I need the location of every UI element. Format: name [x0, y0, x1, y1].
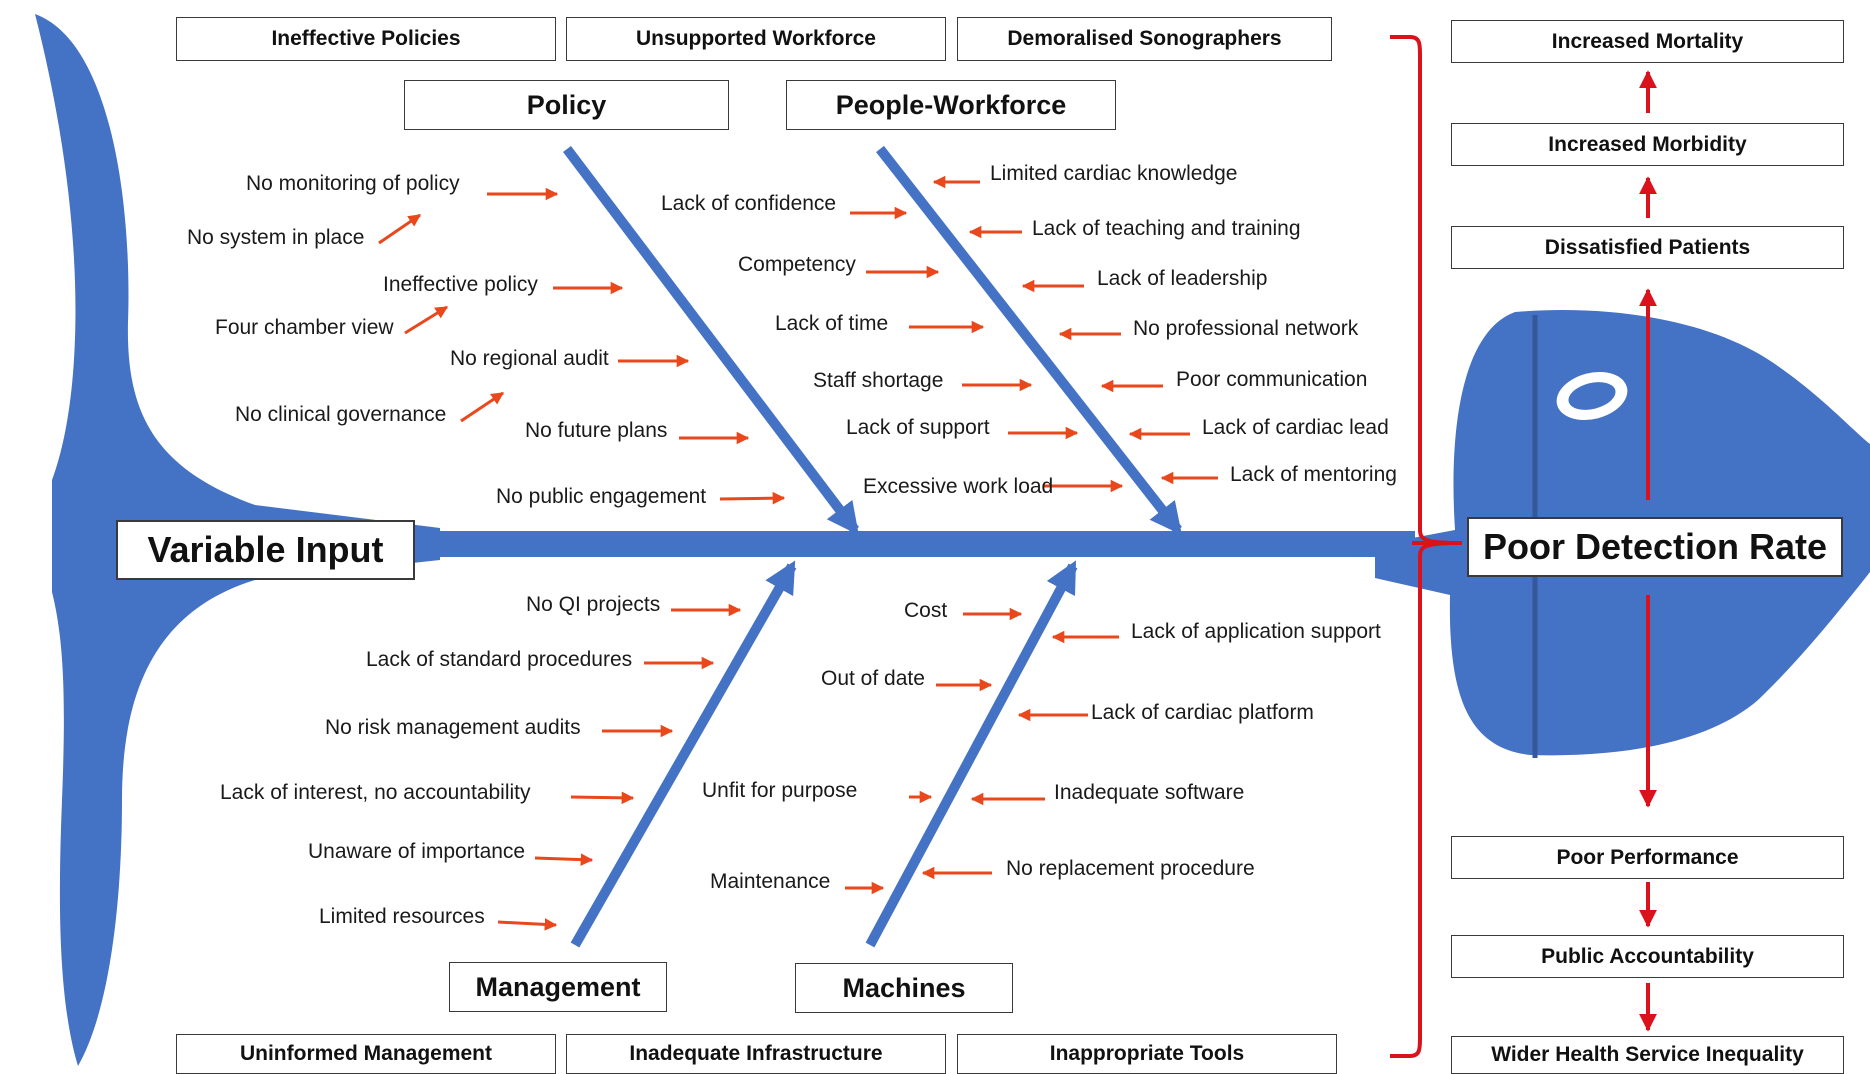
consequence-top-box: Unsupported Workforce — [566, 17, 946, 61]
cause-label: Ineffective policy — [383, 273, 538, 296]
category-policy-box: Policy — [404, 80, 729, 130]
consequence-bottom-box: Inappropriate Tools — [957, 1034, 1337, 1074]
tail-label-box: Variable Input — [116, 520, 415, 580]
cause-label: Lack of cardiac lead — [1202, 416, 1389, 439]
cause-label: Limited cardiac knowledge — [990, 162, 1238, 185]
cause-label: No replacement procedure — [1006, 857, 1255, 880]
cause-label: No risk management audits — [325, 716, 581, 739]
head-label-box: Poor Detection Rate — [1467, 517, 1843, 577]
management-bone — [570, 560, 797, 948]
cause-arrow — [570, 791, 635, 805]
outcome-box: Dissatisfied Patients — [1451, 226, 1844, 269]
cause-label: Out of date — [821, 667, 925, 690]
cause-label: Maintenance — [710, 870, 831, 893]
cause-arrow — [460, 391, 505, 423]
consequence-top-box: Demoralised Sonographers — [957, 17, 1332, 61]
consequence-bottom-box: Uninformed Management — [176, 1034, 556, 1074]
outcome-box: Wider Health Service Inequality — [1451, 1036, 1844, 1074]
policy-bone — [563, 145, 859, 536]
cause-label: No regional audit — [450, 347, 609, 370]
cause-arrow — [534, 853, 594, 866]
cause-label: Lack of support — [846, 416, 990, 439]
cause-label: Lack of application support — [1131, 620, 1381, 643]
cause-label: Lack of time — [775, 312, 889, 335]
category-people-box: People-Workforce — [786, 80, 1116, 130]
cause-label: Lack of teaching and training — [1032, 217, 1301, 240]
cause-label: Unaware of importance — [308, 840, 526, 863]
people-bone — [876, 145, 1182, 536]
cause-label: Unfit for purpose — [702, 779, 858, 802]
cause-label: Lack of confidence — [661, 192, 837, 215]
cause-label: No professional network — [1133, 317, 1359, 340]
outcome-box: Public Accountability — [1451, 935, 1844, 978]
machines-bone — [865, 560, 1078, 948]
cause-label: Excessive work load — [863, 475, 1054, 498]
cause-label: Lack of interest, no accountability — [220, 781, 531, 804]
cause-label: Competency — [738, 253, 856, 276]
cause-arrows — [378, 175, 1218, 931]
cause-label: No monitoring of policy — [246, 172, 460, 195]
outcome-box: Poor Performance — [1451, 836, 1844, 879]
cause-label: Lack of cardiac platform — [1091, 701, 1314, 724]
cause-label: Cost — [904, 599, 948, 622]
outcome-box: Increased Morbidity — [1451, 123, 1844, 166]
category-management-box: Management — [449, 962, 667, 1012]
cause-label: Poor communication — [1176, 368, 1368, 391]
cause-label: No QI projects — [526, 593, 661, 616]
cause-label: Limited resources — [319, 905, 485, 928]
category-machines-box: Machines — [795, 963, 1013, 1013]
cause-arrow — [497, 918, 558, 931]
cause-label: Lack of leadership — [1097, 267, 1268, 290]
cause-label: Staff shortage — [813, 369, 944, 392]
consequence-bottom-box: Inadequate Infrastructure — [566, 1034, 946, 1074]
cause-label: No clinical governance — [235, 403, 447, 426]
cause-label: Four chamber view — [215, 316, 394, 339]
cause-label: Lack of mentoring — [1230, 463, 1397, 486]
cause-label: No public engagement — [496, 485, 707, 508]
fish-eye-pupil — [1568, 382, 1616, 410]
cause-label: Inadequate software — [1054, 781, 1245, 804]
cause-arrow — [378, 213, 422, 245]
consequence-top-box: Ineffective Policies — [176, 17, 556, 61]
cause-label: Lack of standard procedures — [366, 648, 633, 671]
cause-label: No system in place — [187, 226, 365, 249]
cause-arrow — [719, 491, 786, 505]
outcome-box: Increased Mortality — [1451, 20, 1844, 63]
cause-label: No future plans — [525, 419, 668, 442]
cause-arrow — [404, 305, 449, 335]
